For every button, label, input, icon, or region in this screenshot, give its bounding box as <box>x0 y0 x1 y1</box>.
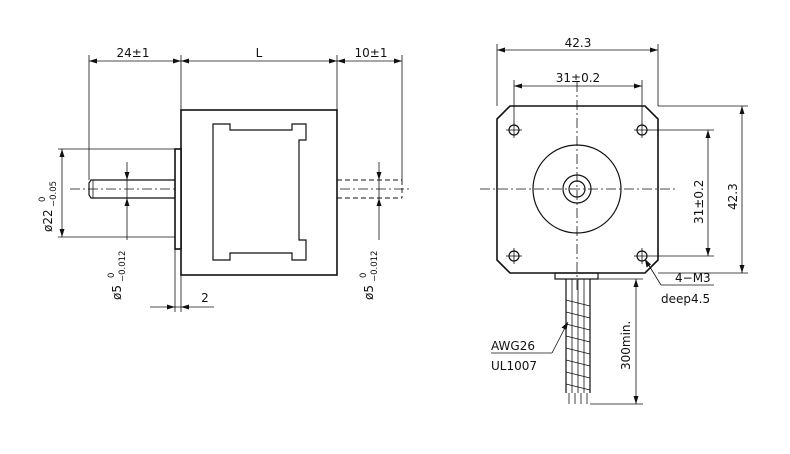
front-shaft-dia-upper: 0 <box>107 273 117 278</box>
front-shaft-dia-lower: −0.012 <box>118 251 128 282</box>
wire-label-1: AWG26 <box>491 339 535 353</box>
mounting-holes <box>506 122 650 264</box>
side-view: 24±1 L 10±1 ø22 0 −0.05 ø5 0 −0.012 ø5 0 <box>38 46 412 312</box>
dim-wire-length-wrap: 300min. <box>619 321 633 370</box>
dim-flange: 2 <box>201 291 209 305</box>
dim-shaft-length: 24±1 <box>117 46 150 60</box>
dim-hole-spacing-h: 31±0.2 <box>556 71 600 85</box>
motor-body <box>180 109 338 276</box>
dim-width: 42.3 <box>565 36 592 50</box>
boss-dia-upper: 0 <box>38 197 48 202</box>
boss-dia-lower: −0.05 <box>49 181 59 207</box>
shaft-inner <box>568 180 586 198</box>
dim-hole-spacing-v-wrap: 31±0.2 <box>692 180 706 224</box>
dim-boss-diameter: ø22 0 −0.05 <box>38 181 59 232</box>
dim-wire-length: 300min. <box>619 321 633 370</box>
boss-dia-main: ø22 <box>41 209 55 232</box>
flange-boss <box>174 148 182 250</box>
shaft-outer <box>562 174 592 204</box>
wire-bundle <box>565 279 591 404</box>
hole-callout-1: 4−M3 <box>675 271 711 285</box>
rear-shaft-dia-lower: −0.012 <box>370 251 380 282</box>
front-view: 42.3 31±0.2 31±0.2 42.3 4−M3 deep4.5 <box>480 36 748 405</box>
pilot-boss <box>532 144 622 234</box>
front-shaft <box>88 179 175 199</box>
rear-shaft-dia-upper: 0 <box>359 273 369 278</box>
dim-height-wrap: 42.3 <box>726 183 740 210</box>
front-face <box>496 105 659 274</box>
dim-rear-shaft-diameter: ø5 0 −0.012 <box>359 251 380 300</box>
hole-callout-2: deep4.5 <box>661 292 710 306</box>
connector-housing <box>554 272 599 280</box>
rear-shaft-dia-main: ø5 <box>362 285 376 300</box>
dim-rear-shaft: 10±1 <box>355 46 388 60</box>
wire-label-2: UL1007 <box>491 359 537 373</box>
dim-body-length: L <box>256 46 263 60</box>
dim-height: 42.3 <box>726 183 740 210</box>
dim-hole-spacing-v: 31±0.2 <box>692 180 706 224</box>
stator-profile <box>212 123 307 261</box>
dim-front-shaft-diameter: ø5 0 −0.012 <box>107 251 128 300</box>
front-shaft-dia-main: ø5 <box>110 285 124 300</box>
